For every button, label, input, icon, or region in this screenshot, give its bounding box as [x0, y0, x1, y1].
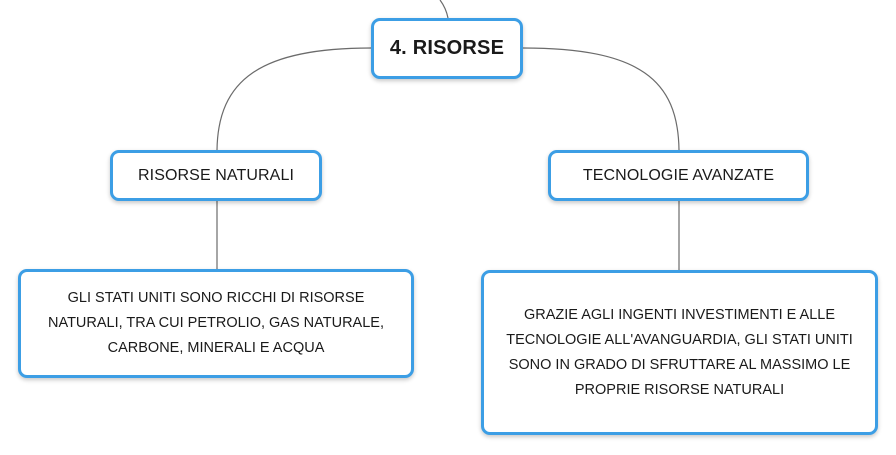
detail-node-risorse-naturali[interactable]: GLI STATI UNITI SONO RICCHI DI RISORSE N…: [18, 269, 414, 378]
connector-parent-to-root: [439, 0, 449, 19]
root-node[interactable]: 4. RISORSE: [371, 18, 523, 79]
detail-node-text: GRAZIE AGLI INGENTI INVESTIMENTI E ALLE …: [506, 306, 853, 398]
topic-node-tecnologie-avanzate[interactable]: TECNOLOGIE AVANZATE: [548, 150, 809, 201]
detail-node-text: GLI STATI UNITI SONO RICCHI DI RISORSE N…: [48, 290, 384, 356]
topic-node-label: RISORSE NATURALI: [138, 166, 294, 184]
topic-node-label: TECNOLOGIE AVANZATE: [582, 166, 775, 184]
topic-node-risorse-naturali[interactable]: RISORSE NATURALI: [110, 150, 322, 201]
connector-root-to-risorse-naturali: [216, 47, 372, 151]
detail-node-tecnologie-avanzate[interactable]: GRAZIE AGLI INGENTI INVESTIMENTI E ALLE …: [481, 270, 878, 435]
root-node-label: 4. RISORSE: [389, 37, 505, 59]
connector-root-to-tecnologie-avanzate: [522, 47, 680, 151]
